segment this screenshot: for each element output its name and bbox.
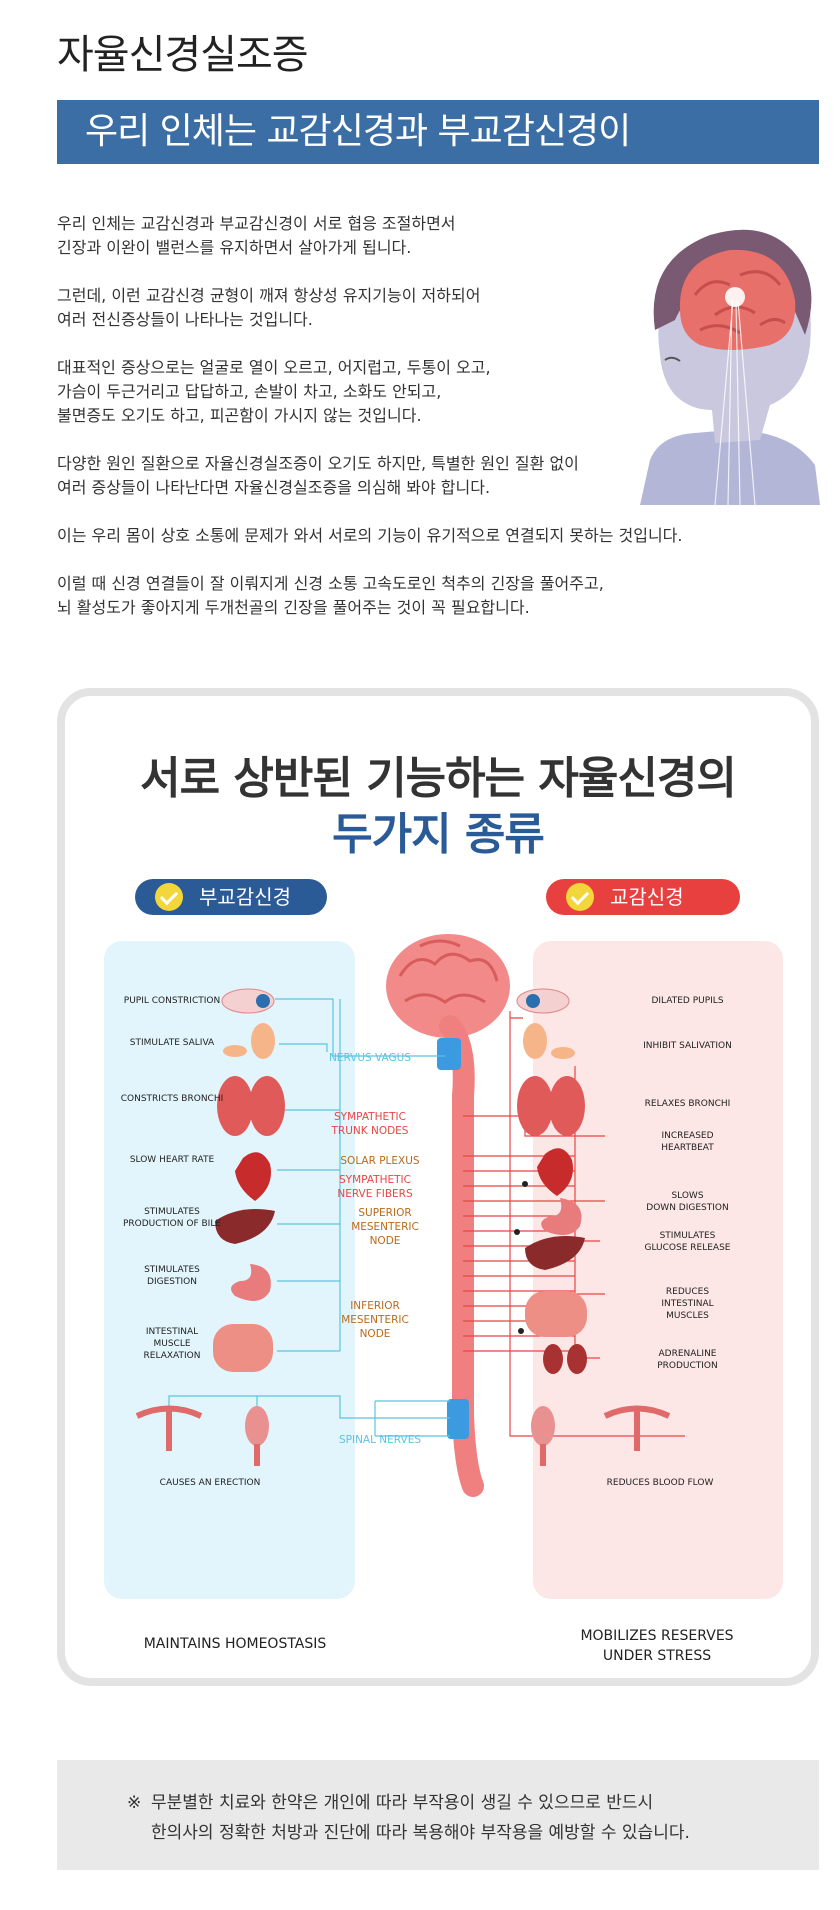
sympathetic-fibers-label: SYMPATHETIC NERVE FIBERS (337, 1174, 413, 1200)
left-item-label: STIMULATE SALIVA (129, 1038, 215, 1048)
notice-mark: ※ (127, 1793, 142, 1813)
card-title-line1: 서로 상반된 기능하는 자율신경의 (140, 753, 737, 804)
left-item-label: CAUSES AN ERECTION (159, 1478, 261, 1488)
male-reproductive-icon (531, 1406, 555, 1466)
right-item-label: REDUCES INTESTINAL MUSCLES (661, 1287, 714, 1321)
nervous-system-diagram (135, 934, 685, 1497)
footer-left: MAINTAINS HOMEOSTASIS (143, 1636, 327, 1652)
right-item-label: RELAXES BRONCHI (644, 1099, 731, 1109)
lungs-icon (217, 1076, 285, 1136)
inferior-mesenteric-label: INFERIOR MESENTERIC NODE (341, 1300, 409, 1340)
spinal-nerves-label: SPINAL NERVES (338, 1434, 421, 1446)
footer-right: MOBILIZES RESERVES UNDER STRESS (580, 1628, 734, 1664)
intro-paragraph: 그런데, 이런 교감신경 균형이 깨져 항상성 유지기능이 저하되어 여러 전신… (57, 286, 481, 329)
intro-text: 우리 인체는 교감신경과 부교감신경이 서로 협응 조절하면서 긴장과 이완이 … (57, 212, 757, 644)
female-reproductive-icon (603, 1405, 671, 1451)
notice-line: 무분별한 치료와 한약은 개인에 따라 부작용이 생길 수 있으므로 반드시 (151, 1793, 654, 1813)
check-icon (566, 883, 594, 911)
nervus-vagus-label: NERVUS VAGUS (328, 1052, 412, 1064)
male-reproductive-icon (245, 1406, 269, 1466)
solar-plexus-label: SOLAR PLEXUS (340, 1155, 420, 1167)
eye-icon (221, 988, 275, 1014)
stomach-icon (541, 1198, 582, 1235)
intro-paragraph: 다양한 원인 질환으로 자율신경실조증이 오기도 하지만, 특별한 원인 질환 … (57, 454, 579, 497)
liver-icon (525, 1235, 585, 1270)
intestines-icon (213, 1324, 273, 1372)
left-item-label: INTESTINAL MUSCLE RELAXATION (143, 1327, 201, 1361)
heart-icon (537, 1148, 573, 1196)
intestines-icon (525, 1291, 587, 1337)
left-item-label: PUPIL CONSTRICTION (123, 996, 221, 1006)
right-item-label: DILATED PUPILS (651, 996, 724, 1006)
brain-icon (386, 934, 510, 1038)
salivary-gland-icon (223, 1023, 275, 1059)
intro-paragraph: 우리 인체는 교감신경과 부교감신경이 서로 협응 조절하면서 긴장과 이완이 … (57, 214, 456, 257)
card-title-line2: 두가지 종류 (332, 809, 545, 860)
left-item-label: STIMULATES PRODUCTION OF BILE (122, 1207, 222, 1229)
right-item-label: STIMULATES GLUCOSE RELEASE (644, 1231, 731, 1253)
right-item-label: REDUCES BLOOD FLOW (606, 1478, 714, 1488)
right-item-label: INCREASED HEARTBEAT (661, 1131, 714, 1153)
head-brain-illustration (640, 229, 820, 505)
autonomic-nervous-system-card: 서로 상반된 기능하는 자율신경의 두가지 종류 부교감신경 교감신경 (57, 688, 819, 1686)
intro-paragraph: 이럴 때 신경 연결들이 잘 이뤄지게 신경 소통 고속도로인 척추의 긴장을 … (57, 574, 604, 617)
left-item-label: SLOW HEART RATE (129, 1155, 215, 1165)
lungs-icon (517, 1076, 585, 1136)
sympathetic-pill: 교감신경 (546, 879, 740, 915)
left-item-label: STIMULATES DIGESTION (144, 1265, 200, 1287)
right-item-label: INHIBIT SALIVATION (643, 1041, 732, 1051)
notice-line: 한의사의 정확한 처방과 진단에 따라 복용해야 부작용을 예방할 수 있습니다… (151, 1823, 690, 1843)
right-item-label: SLOWS DOWN DIGESTION (646, 1191, 729, 1213)
salivary-gland-icon (523, 1023, 575, 1059)
sympathetic-label: 교감신경 (610, 885, 684, 909)
eye-icon (516, 988, 570, 1014)
intro-paragraph: 이는 우리 몸이 상호 소통에 문제가 와서 서로의 기능이 유기적으로 연결되… (57, 526, 683, 545)
section-banner: 우리 인체는 교감신경과 부교감신경이 (57, 100, 819, 164)
heart-icon (235, 1152, 271, 1201)
left-item-label: CONSTRICTS BRONCHI (120, 1094, 224, 1104)
parasympathetic-pill: 부교감신경 (135, 879, 327, 915)
sympathetic-trunk-label: SYMPATHETIC TRUNK NODES (331, 1111, 409, 1137)
page-title: 자율신경실조증 (57, 32, 309, 78)
right-item-label: ADRENALINE PRODUCTION (657, 1349, 718, 1371)
stomach-icon (231, 1264, 271, 1301)
superior-mesenteric-label: SUPERIOR MESENTERIC NODE (351, 1207, 419, 1247)
parasympathetic-label: 부교감신경 (199, 885, 291, 909)
kidneys-icon (543, 1344, 587, 1374)
check-icon (155, 883, 183, 911)
notice-box: ※ 무분별한 치료와 한약은 개인에 따라 부작용이 생길 수 있으므로 반드시… (57, 1760, 819, 1870)
female-reproductive-icon (135, 1405, 203, 1451)
intro-paragraph: 대표적인 증상으로는 얼굴로 열이 오르고, 어지럽고, 두통이 오고, 가슴이… (57, 358, 491, 425)
liver-icon (215, 1208, 275, 1244)
